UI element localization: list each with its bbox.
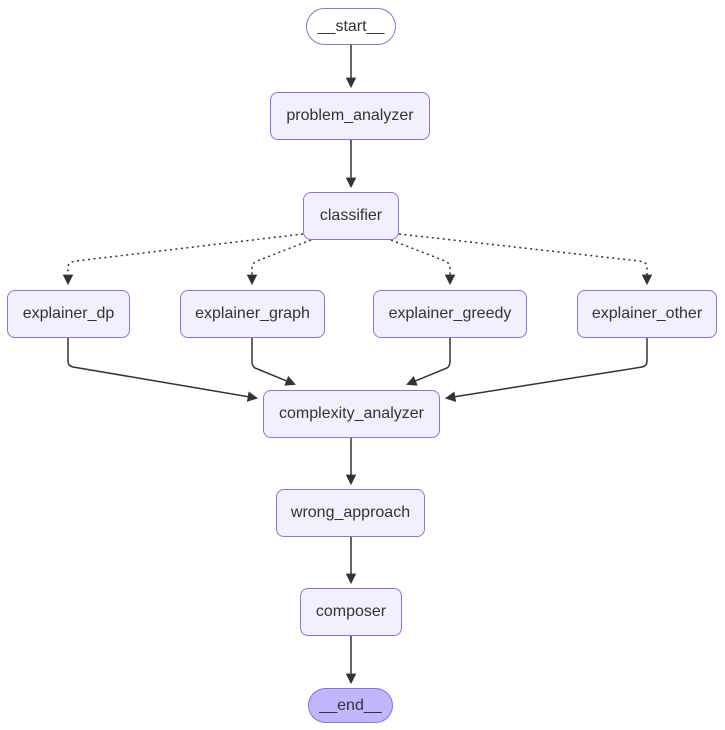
- node-explainer-other: explainer_other: [577, 290, 717, 338]
- edge-classifier-to-explainer_greedy: [390, 239, 456, 286]
- node-explainer-dp-label: explainer_dp: [22, 305, 115, 323]
- edge-explainer_other-to-complexity_analyzer: [444, 338, 648, 402]
- node-explainer-dp: explainer_dp: [7, 290, 130, 338]
- node-explainer-graph-label: explainer_graph: [195, 305, 310, 323]
- node-composer: composer: [300, 588, 402, 636]
- node-problem-analyzer-label: problem_analyzer: [286, 107, 414, 125]
- node-start: __start__: [306, 8, 396, 45]
- edge-explainer_dp-to-complexity_analyzer: [67, 338, 259, 402]
- edge-explainer_graph-to-complexity_analyzer: [251, 338, 296, 386]
- node-wrong-approach-label: wrong_approach: [290, 504, 411, 522]
- node-problem-analyzer: problem_analyzer: [270, 92, 430, 140]
- node-explainer-graph: explainer_graph: [180, 290, 325, 338]
- edge-explainer_greedy-to-complexity_analyzer: [406, 338, 451, 386]
- node-end-label: __end__: [319, 696, 382, 714]
- node-complexity-analyzer: complexity_analyzer: [263, 390, 440, 438]
- node-classifier: classifier: [303, 192, 399, 240]
- edge-classifier-to-explainer_graph: [246, 239, 312, 286]
- edge-classifier-to-explainer_other: [398, 233, 653, 286]
- node-end: __end__: [308, 688, 393, 723]
- node-complexity-analyzer-label: complexity_analyzer: [279, 405, 424, 423]
- node-start-label: __start__: [317, 17, 385, 35]
- node-explainer-other-label: explainer_other: [591, 305, 703, 323]
- node-classifier-label: classifier: [319, 207, 383, 225]
- node-explainer-greedy: explainer_greedy: [373, 290, 527, 338]
- node-explainer-greedy-label: explainer_greedy: [388, 305, 512, 323]
- node-composer-label: composer: [315, 603, 387, 621]
- node-wrong-approach: wrong_approach: [276, 489, 425, 537]
- edge-classifier-to-explainer_dp: [62, 233, 304, 286]
